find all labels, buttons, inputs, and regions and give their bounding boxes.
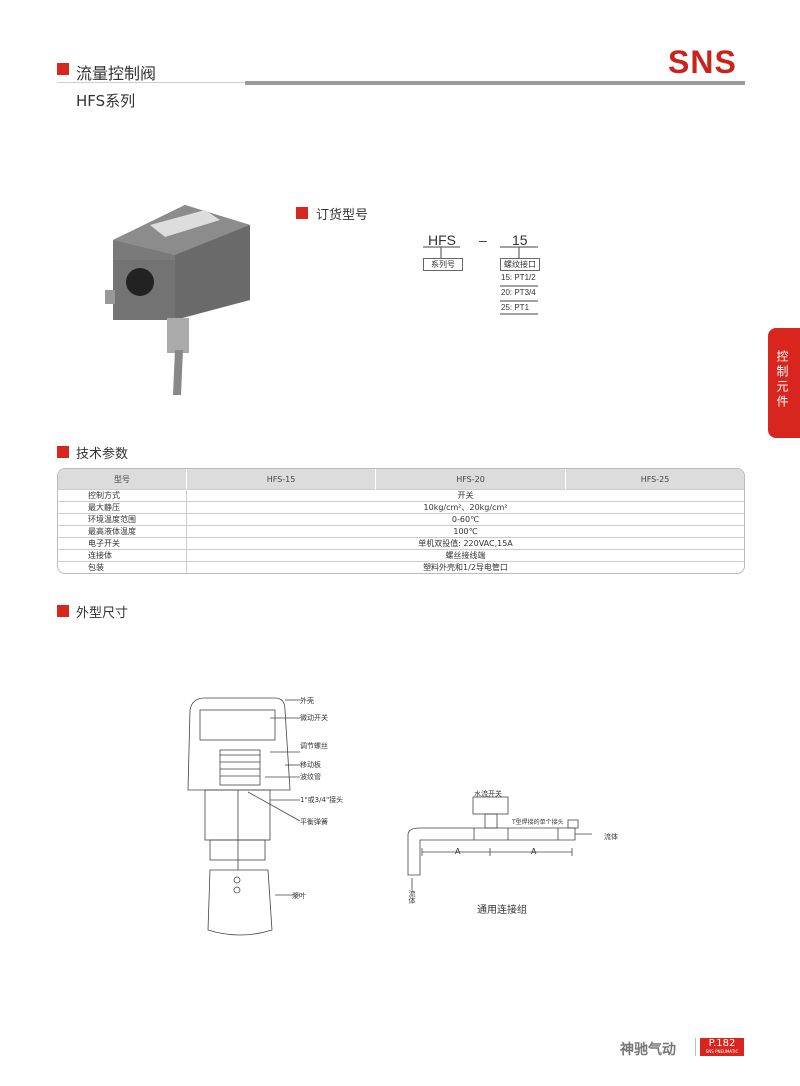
specs-title: 技术参数: [76, 447, 129, 462]
ordering-connectors: [423, 246, 538, 315]
thread-option: 25: PT1: [501, 303, 530, 312]
fluid-in-label: 流体: [408, 890, 416, 904]
row-label: 包装: [58, 561, 187, 573]
product-photo: [105, 205, 250, 395]
assembly-caption: 通用连接组: [477, 905, 527, 916]
col-header: HFS-25: [565, 469, 744, 490]
part-label: 微动开关: [300, 714, 328, 722]
cutaway-diagram: [187, 697, 300, 936]
side-tab-label: 控制元件: [775, 350, 789, 410]
thread-label-box: 螺纹接口: [500, 258, 540, 271]
code-dash: –: [479, 232, 487, 248]
dimension-a: A: [531, 847, 537, 856]
section-marker: [57, 605, 69, 617]
assembly-switch-label: 水流开关: [474, 790, 502, 798]
part-label: 波纹管: [300, 773, 321, 781]
fluid-out-label: 流体: [604, 833, 618, 841]
table-row: 控制方式开关: [58, 489, 744, 502]
row-value: 10kg/cm²、20kg/cm²: [186, 501, 744, 514]
row-value: 0-60℃: [186, 513, 744, 526]
series-subtitle: HFS系列: [76, 92, 136, 110]
row-label: 环境温度范围: [58, 513, 187, 526]
page-title: 流量控制阀: [76, 64, 157, 83]
thread-option: 15: PT1/2: [501, 273, 536, 282]
dimension-a: A: [455, 847, 461, 856]
row-label: 电子开关: [58, 537, 187, 550]
col-header: HFS-15: [186, 469, 376, 490]
part-label: 平衡弹簧: [300, 818, 328, 826]
footer-company: 神驰气动: [620, 1042, 676, 1058]
part-label: 调节螺丝: [300, 742, 328, 750]
table-row: 连接体螺丝接线端: [58, 549, 744, 562]
row-label: 控制方式: [58, 489, 187, 502]
brand-logo: SNS: [668, 44, 737, 80]
part-label: 1"或3/4"接头: [300, 796, 344, 804]
page-badge-sub: SNS PNEUMATIC: [705, 1049, 739, 1054]
series-label-box: 系列号: [423, 258, 463, 271]
assembly-diagram: [407, 796, 592, 890]
header-divider-thick: [245, 81, 745, 85]
section-marker: [296, 207, 308, 219]
page-number-badge: P.182 SNS PNEUMATIC: [700, 1038, 744, 1056]
footer-divider: [695, 1038, 696, 1056]
table-header-row: 型号 HFS-15 HFS-20 HFS-25: [58, 469, 744, 490]
side-tab: 控制元件: [768, 328, 800, 438]
dimensions-title: 外型尺寸: [76, 606, 129, 621]
table-row: 包装塑料外壳和1/2导电管口: [58, 561, 744, 573]
row-value: 单机双投值: 220VAC,15A: [186, 537, 744, 550]
section-marker: [57, 446, 69, 458]
section-marker: [57, 63, 69, 75]
row-label: 最高液体温度: [58, 525, 187, 538]
page-number: P.182: [708, 1038, 736, 1049]
size-code: 15: [512, 232, 528, 248]
row-label: 最大静压: [58, 501, 187, 514]
col-header: 型号: [58, 469, 187, 490]
row-value: 塑料外壳和1/2导电管口: [186, 561, 744, 573]
part-label: 外壳: [300, 697, 314, 705]
ordering-title: 订货型号: [316, 208, 369, 223]
series-code: HFS: [428, 232, 456, 248]
part-label: 浆叶: [292, 892, 306, 900]
col-header: HFS-20: [375, 469, 566, 490]
part-label: 移动板: [300, 761, 321, 769]
row-value: 开关: [186, 489, 744, 502]
row-value: 螺丝接线端: [186, 549, 744, 562]
assembly-tee-label: T型焊接的单个接头: [512, 819, 564, 826]
table-row: 电子开关单机双投值: 220VAC,15A: [58, 537, 744, 550]
row-value: 100℃: [186, 525, 744, 538]
header-divider-thin: [57, 82, 247, 83]
row-label: 连接体: [58, 549, 187, 562]
thread-option: 20: PT3/4: [501, 288, 536, 297]
